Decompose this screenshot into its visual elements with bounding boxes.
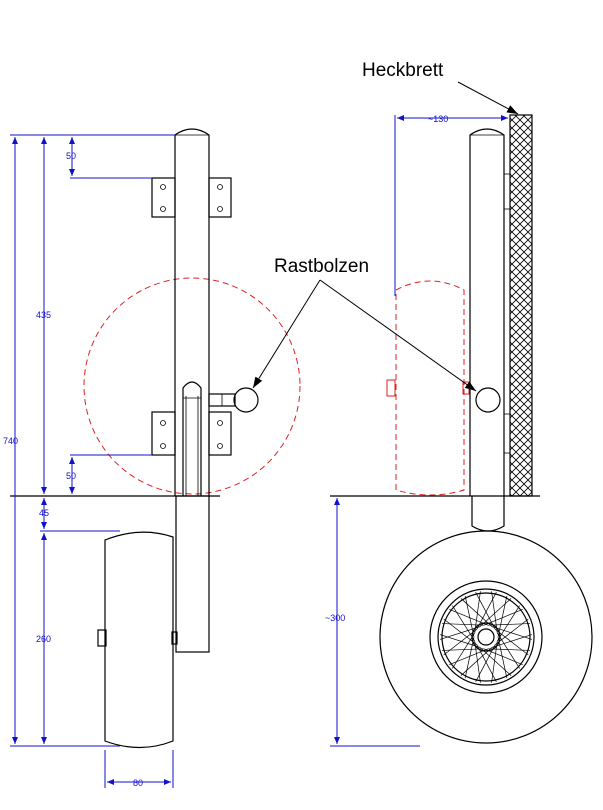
dim-side-offset: ~130 bbox=[428, 114, 448, 124]
spoke bbox=[497, 595, 508, 638]
spoke bbox=[496, 632, 520, 669]
lower-tube bbox=[175, 495, 210, 653]
swung-wheel-outline bbox=[395, 280, 465, 496]
annotations: Heckbrett Rastbolzen bbox=[252, 60, 519, 392]
wheel-rim-outer bbox=[429, 580, 543, 694]
spoke bbox=[479, 647, 512, 676]
spoke bbox=[452, 605, 476, 642]
wheel-front bbox=[104, 531, 174, 749]
spoke bbox=[474, 591, 481, 633]
spoke bbox=[449, 609, 489, 626]
spoke bbox=[439, 634, 481, 648]
spoke bbox=[476, 592, 497, 630]
upper-bracket-left bbox=[151, 177, 176, 218]
leader-transom bbox=[457, 81, 519, 115]
spoke bbox=[464, 636, 475, 679]
spoke bbox=[476, 644, 497, 682]
dim-side-height: ~300 bbox=[325, 613, 345, 623]
wheel-tire bbox=[379, 530, 593, 744]
spoke bbox=[449, 648, 489, 665]
side-tube bbox=[469, 128, 505, 496]
side-view bbox=[379, 114, 593, 744]
spoke bbox=[491, 591, 498, 633]
leader-pin-side bbox=[319, 279, 477, 392]
dim-lower-offset: 50 bbox=[66, 471, 76, 481]
spoke bbox=[491, 626, 533, 640]
spoke bbox=[494, 629, 529, 656]
wheel-axle bbox=[97, 629, 107, 647]
front-dimensions: 740 50 435 50 45 260 80 bbox=[3, 134, 175, 788]
spoke bbox=[452, 632, 476, 669]
transom-board bbox=[509, 114, 533, 497]
locking-pin-knob-front bbox=[233, 387, 259, 413]
leader-pin-front bbox=[252, 279, 321, 389]
wheel-spokes bbox=[439, 591, 533, 683]
lower-bracket-left bbox=[151, 411, 176, 456]
spoke bbox=[494, 618, 529, 645]
spoke bbox=[488, 623, 531, 626]
spoke bbox=[464, 595, 475, 638]
dim-wheel-width: 80 bbox=[133, 778, 143, 788]
spoke bbox=[496, 605, 520, 642]
spoke bbox=[497, 636, 508, 679]
spoke bbox=[475, 592, 496, 630]
dim-wheel-height: 260 bbox=[36, 634, 51, 644]
dim-upper-offset: 50 bbox=[66, 151, 76, 161]
swing-path-circle bbox=[83, 277, 301, 495]
spoke bbox=[441, 623, 484, 626]
dim-total-height: 740 bbox=[3, 436, 18, 446]
label-transom: Heckbrett bbox=[362, 60, 444, 81]
spoke bbox=[439, 626, 481, 640]
spoke bbox=[460, 647, 493, 676]
main-tube bbox=[174, 128, 210, 496]
spoke bbox=[441, 648, 484, 651]
spoke bbox=[443, 618, 478, 645]
front-view bbox=[83, 128, 301, 749]
spoke bbox=[491, 634, 533, 648]
spoke bbox=[475, 644, 496, 682]
lower-bracket-right bbox=[208, 411, 232, 456]
wheel-hub bbox=[471, 622, 501, 652]
spoke bbox=[479, 598, 512, 627]
spoke bbox=[483, 648, 523, 665]
spoke bbox=[491, 641, 498, 683]
spoke bbox=[483, 609, 523, 626]
dim-gap: 45 bbox=[39, 508, 49, 518]
locking-pin-knob-side bbox=[475, 387, 501, 413]
label-locking-pin: Rastbolzen bbox=[274, 256, 369, 277]
dim-main-span: 435 bbox=[36, 310, 51, 320]
spoke bbox=[460, 598, 493, 627]
spoke bbox=[443, 629, 478, 656]
spoke bbox=[488, 648, 531, 651]
upper-bracket-right bbox=[208, 177, 232, 218]
side-dimensions: ~130 ~300 bbox=[325, 114, 508, 747]
spoke bbox=[474, 641, 481, 683]
